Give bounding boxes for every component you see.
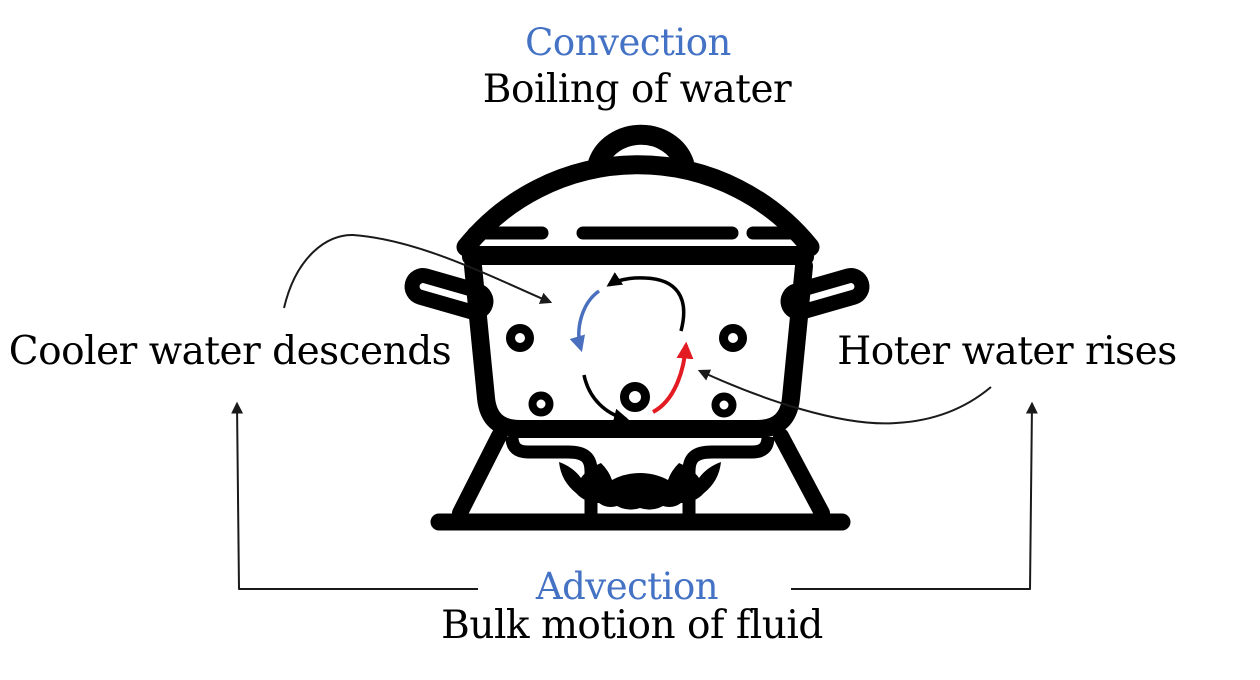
burner-support-left [505,436,598,521]
bubble-icon [506,324,534,352]
bubble-icon [528,391,554,417]
bubble-icon [620,382,650,412]
hot-water-up-arrow [651,341,694,414]
bubble-icon [711,392,737,418]
annotation-lines [283,233,992,425]
burner-support-right [682,436,775,521]
label-hotter-water: Hoter water rises [837,329,1177,374]
heading-term: Convection [525,21,731,64]
pot-lid-knob [588,124,694,173]
bracket-left [231,401,478,590]
leader-line-hotter [697,369,992,425]
circulation-arrows-icon [569,272,694,424]
stove-leg-right [773,428,830,521]
boiling-pot-icon [404,124,870,531]
pot-rim-band [462,246,814,265]
heading-example: Boiling of water [482,67,792,112]
flame-icon [559,462,721,510]
leader-line-cooler [283,233,553,309]
loop-arrow-bottom [582,374,629,424]
stove-burner-icon [430,428,851,531]
advection-brackets [231,401,1038,590]
bracket-right [791,401,1038,590]
pot-lid-dome [456,155,820,257]
stove-leg-left [452,428,507,521]
label-cooler-water: Cooler water descends [8,329,452,374]
footer-term: Advection [535,565,719,608]
bubble-icon [719,324,747,352]
pot-body [464,257,813,438]
footer-description: Bulk motion of fluid [441,603,823,648]
cool-water-down-arrow [569,289,601,353]
loop-arrow-top [606,272,686,332]
